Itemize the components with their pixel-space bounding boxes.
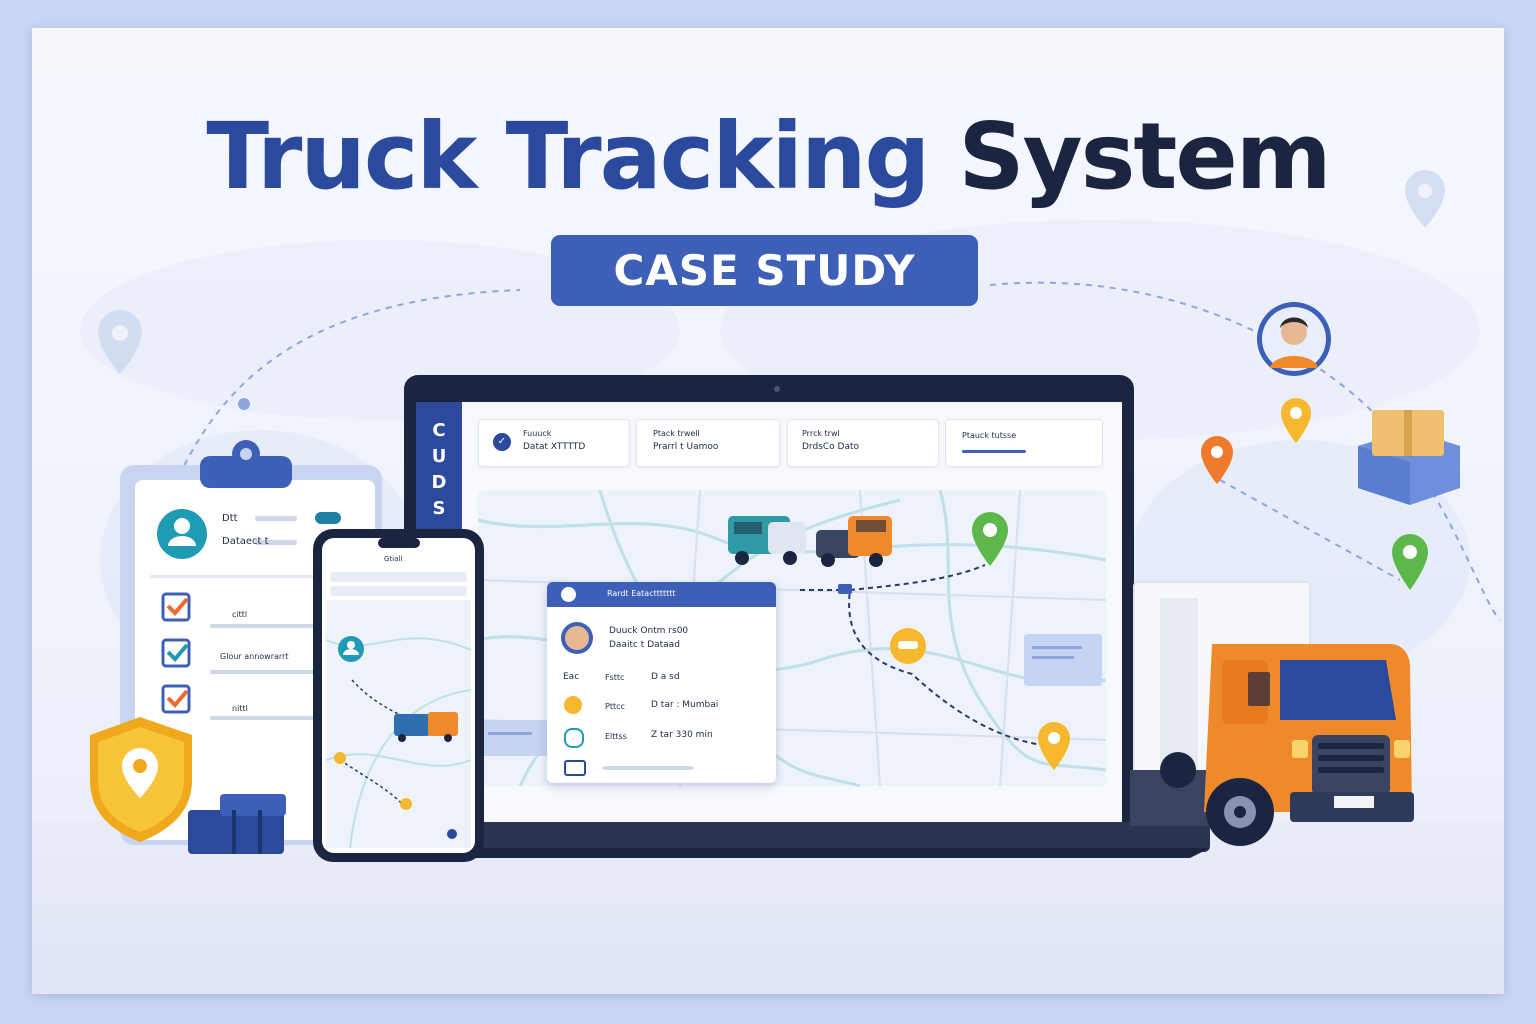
row-key: Elttss — [605, 732, 627, 741]
sidebar-item[interactable]: U — [431, 446, 447, 467]
row-value: D tar : Mumbai — [651, 700, 719, 710]
phone-header: Gtiall — [384, 555, 403, 563]
status-icon — [564, 696, 582, 714]
stat-label: Ptauck tutsse — [962, 431, 1017, 440]
checklist-label: nittl — [232, 704, 248, 713]
check-icon: ✓ — [493, 433, 511, 451]
smartphone — [313, 529, 484, 862]
location-icon — [561, 587, 576, 602]
map-pin-icon — [1281, 398, 1311, 443]
clipboard-field-2: Dataect t — [222, 536, 269, 547]
map-pin-icon — [972, 512, 1008, 566]
delivery-truck — [1130, 581, 1414, 846]
row-value: D a sd — [651, 672, 680, 682]
row-value: Z tar 330 min — [651, 730, 713, 740]
stat-value: Prarrl t Uamoo — [653, 442, 719, 452]
user-avatar-icon — [1257, 302, 1331, 376]
driver-avatar — [561, 622, 593, 654]
sidebar-item[interactable]: S — [432, 498, 446, 519]
clock-icon — [564, 728, 584, 748]
map-pin-icon — [1038, 722, 1070, 770]
sidebar-item[interactable]: C — [432, 420, 446, 441]
stat-card[interactable]: Ptack trwell Prarrl t Uamoo — [636, 419, 780, 467]
driver-detail: Daaitc t Dataad — [609, 640, 680, 650]
chat-icon — [564, 760, 586, 776]
faint-pin-right — [1405, 170, 1445, 228]
stat-label: Prrck trwl — [802, 429, 840, 438]
truck-icon — [816, 516, 892, 567]
clipboard-field-1: Dtt — [222, 513, 238, 524]
page-title: Truck Tracking System — [206, 103, 1331, 210]
location-icon — [890, 628, 926, 664]
package-box-icon — [1358, 410, 1460, 505]
map-pin-icon — [1201, 436, 1233, 484]
stat-value: DrdsCo Dato — [802, 442, 860, 452]
stat-card[interactable]: ✓ Fuuuck Datat XTTTTD — [478, 419, 630, 467]
stat-label: Fuuuck — [523, 429, 552, 438]
shield-pin-icon — [90, 717, 192, 842]
popup-header: Rardt Eatacttttttt — [547, 582, 776, 607]
case-study-badge: CASE STUDY — [551, 235, 978, 306]
stacked-cargo — [188, 794, 286, 854]
driver-popup[interactable]: Rardt Eatacttttttt Duuck Ontm rs00 Daait… — [547, 582, 776, 783]
sidebar-item[interactable]: D — [431, 472, 447, 493]
laptop-sidebar: C U D S — [424, 420, 454, 524]
stat-card[interactable]: Ptauck tutsse — [945, 419, 1103, 467]
stat-label: Ptack trwell — [653, 429, 700, 438]
stat-bar — [962, 450, 1026, 453]
user-avatar-icon — [565, 626, 589, 650]
stat-value: Datat XTTTTD — [523, 442, 586, 452]
popup-title: Rardt Eatacttttttt — [607, 589, 676, 598]
driver-name: Duuck Ontm rs00 — [609, 626, 689, 636]
checklist-label: cittl — [232, 610, 248, 619]
progress-line — [603, 766, 693, 770]
checklist-label: Glour annowrarrt — [220, 652, 289, 661]
row-key: Fsttc — [605, 673, 625, 682]
row-icon-label: Eac — [563, 672, 580, 682]
row-key: Pttcc — [605, 702, 625, 711]
faint-pin-left — [98, 310, 142, 374]
map-pin-icon — [1392, 534, 1428, 590]
map-info-card — [480, 720, 548, 756]
van-icon — [728, 516, 806, 565]
stat-card[interactable]: Prrck trwl DrdsCo Dato — [787, 419, 939, 467]
map-info-card — [1024, 634, 1102, 686]
